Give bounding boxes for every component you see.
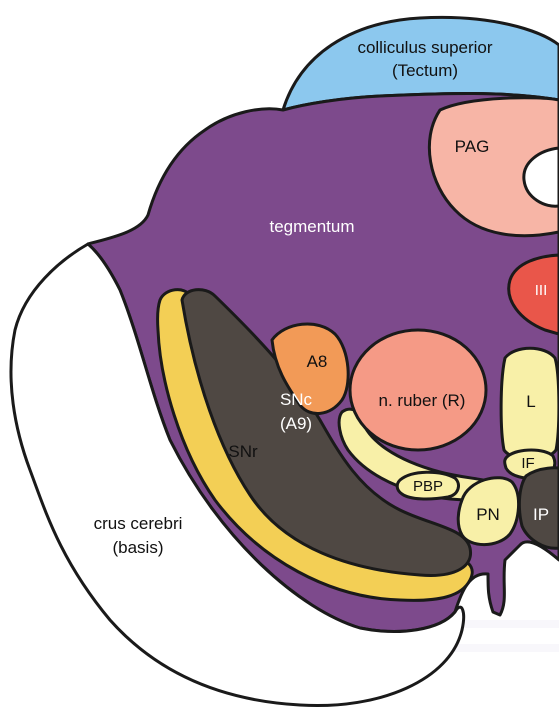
label-tectum: (Tectum) [392,61,458,80]
label-pn: PN [476,505,500,524]
label-basis: (basis) [112,538,163,557]
label-snr: SNr [228,442,258,461]
label-pag: PAG [455,137,490,156]
label-snc-a9: (A9) [280,414,312,433]
label-pbp: PBP [413,478,443,495]
label-ip: IP [533,505,549,524]
label-crus-cerebri: crus cerebri [94,514,183,533]
red-nucleus-region [350,330,486,450]
label-if: IF [521,455,534,472]
label-l: L [526,392,535,411]
label-a8: A8 [307,352,328,371]
label-n-ruber: n. ruber (R) [379,391,466,410]
label-tegmentum: tegmentum [269,217,354,236]
label-iii: III [535,282,548,299]
label-colliculus: colliculus superior [357,38,492,57]
label-snc: SNc [280,390,313,409]
